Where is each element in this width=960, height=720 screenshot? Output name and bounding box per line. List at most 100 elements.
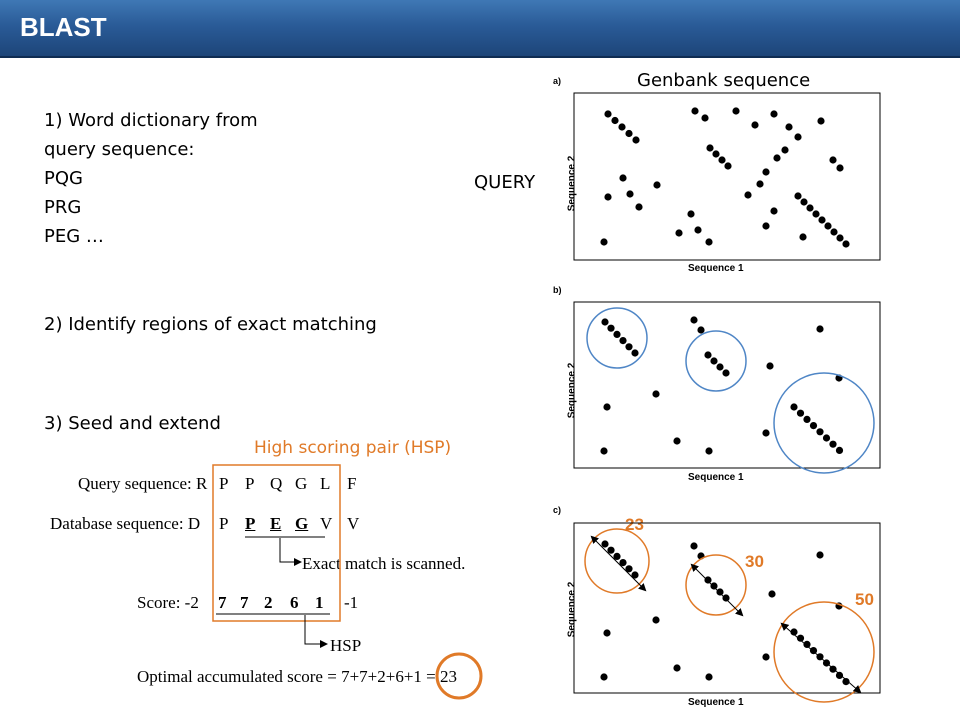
dot-mark [600,673,608,681]
dot-mark [607,324,615,332]
hsp-circle-blue [685,330,747,392]
panel-b-xlabel: Sequence 1 [688,472,744,483]
optimal-score-circle [435,652,483,700]
dot-mark [716,363,724,371]
dot-mark [618,123,626,131]
dot-mark [766,362,774,370]
dot-mark [613,330,621,338]
db-letter-match: G [295,514,309,533]
hsp-score-23: 23 [625,515,644,534]
dot-mark [705,673,713,681]
dot-mark [631,349,639,357]
dot-mark [626,190,634,198]
optimal-score-text: Optimal accumulated score = 7+7+2+6+1 = … [137,667,458,686]
query-letter: L [320,474,331,493]
step1-line2: query sequence: [44,139,195,160]
dot-mark [691,107,699,115]
panel-b-dots [600,316,844,455]
score-value: 7 [218,593,227,612]
dot-mark [675,229,683,237]
db-letter: V [320,514,333,533]
dot-mark [673,664,681,672]
dot-mark [842,240,850,248]
dot-mark [732,107,740,115]
query-letter: P [245,474,255,493]
dot-mark [653,181,661,189]
dot-mark [673,437,681,445]
dot-mark [601,318,609,326]
dot-mark [611,116,619,125]
dot-mark [705,238,713,246]
hsp-circle-blue [586,307,648,369]
dot-mark [806,204,814,212]
dot-mark [803,640,811,649]
word-pqg: PQG [44,168,83,189]
panel-c-xlabel: Sequence 1 [688,697,744,708]
hsp-circle-blue [773,372,875,474]
dot-mark [770,110,778,118]
hsp-connector [304,615,328,648]
dot-mark [790,403,798,411]
exact-match-note: Exact match is scanned. [302,554,466,573]
dot-mark [756,180,764,188]
hsp-circle-orange [584,528,650,594]
dot-mark [824,222,832,230]
dot-mark [632,136,640,144]
dot-mark [603,629,611,637]
panel-a-xlabel: Sequence 1 [688,263,744,274]
db-seq-prefix: Database sequence: D [50,514,201,533]
dot-mark [710,357,718,365]
exact-match-connector [279,538,302,566]
panel-a-frame [573,92,881,261]
dot-mark [712,150,720,158]
dot-mark [690,316,698,324]
dot-mark [836,164,844,172]
panel-b-frame [573,301,881,469]
dot-mark [829,156,837,164]
hsp-score-50: 50 [855,590,874,609]
db-letter: P [219,514,229,533]
db-letter-match: P [245,514,256,533]
query-letter: Q [270,474,283,493]
dot-mark [722,594,730,602]
dot-mark [722,369,730,377]
dot-mark [706,144,714,152]
score-value: 1 [315,593,324,612]
step1-text: 1) Word dictionary from query sequence: … [44,106,258,251]
genbank-label: Genbank sequence [637,70,811,91]
dot-mark [704,576,712,584]
dot-mark [690,542,698,550]
dot-mark [818,216,826,224]
dot-mark [718,156,726,164]
dot-mark [785,123,793,131]
word-prg: PRG [44,197,82,218]
query-seq-prefix: Query sequence: R [78,474,208,493]
dot-mark [619,337,627,345]
dot-mark [652,390,660,398]
dot-mark [822,434,831,442]
dot-mark [816,325,824,333]
hsp-score-30: 30 [745,552,764,571]
dot-mark [600,238,608,246]
dot-mark [701,114,709,122]
panel-c-dots [600,540,850,686]
score-suffix: -1 [344,593,359,612]
panel-c-label: c) [553,505,562,515]
dot-mark [697,326,705,334]
db-letter: V [347,514,360,533]
dot-mark [694,226,702,234]
dot-mark [724,162,732,170]
dot-mark [830,228,838,236]
dot-mark [796,409,805,417]
score-value: 2 [264,593,273,612]
step3-text: 3) Seed and extend [44,413,221,434]
step1-line1: 1) Word dictionary from [44,110,258,131]
dot-mark [762,653,770,661]
extension-arrow [780,622,862,694]
dot-mark [652,616,660,624]
score-prefix: Score: -2 [137,593,199,612]
score-value: 7 [240,593,249,612]
dot-mark [800,198,808,206]
dot-mark [604,193,612,201]
